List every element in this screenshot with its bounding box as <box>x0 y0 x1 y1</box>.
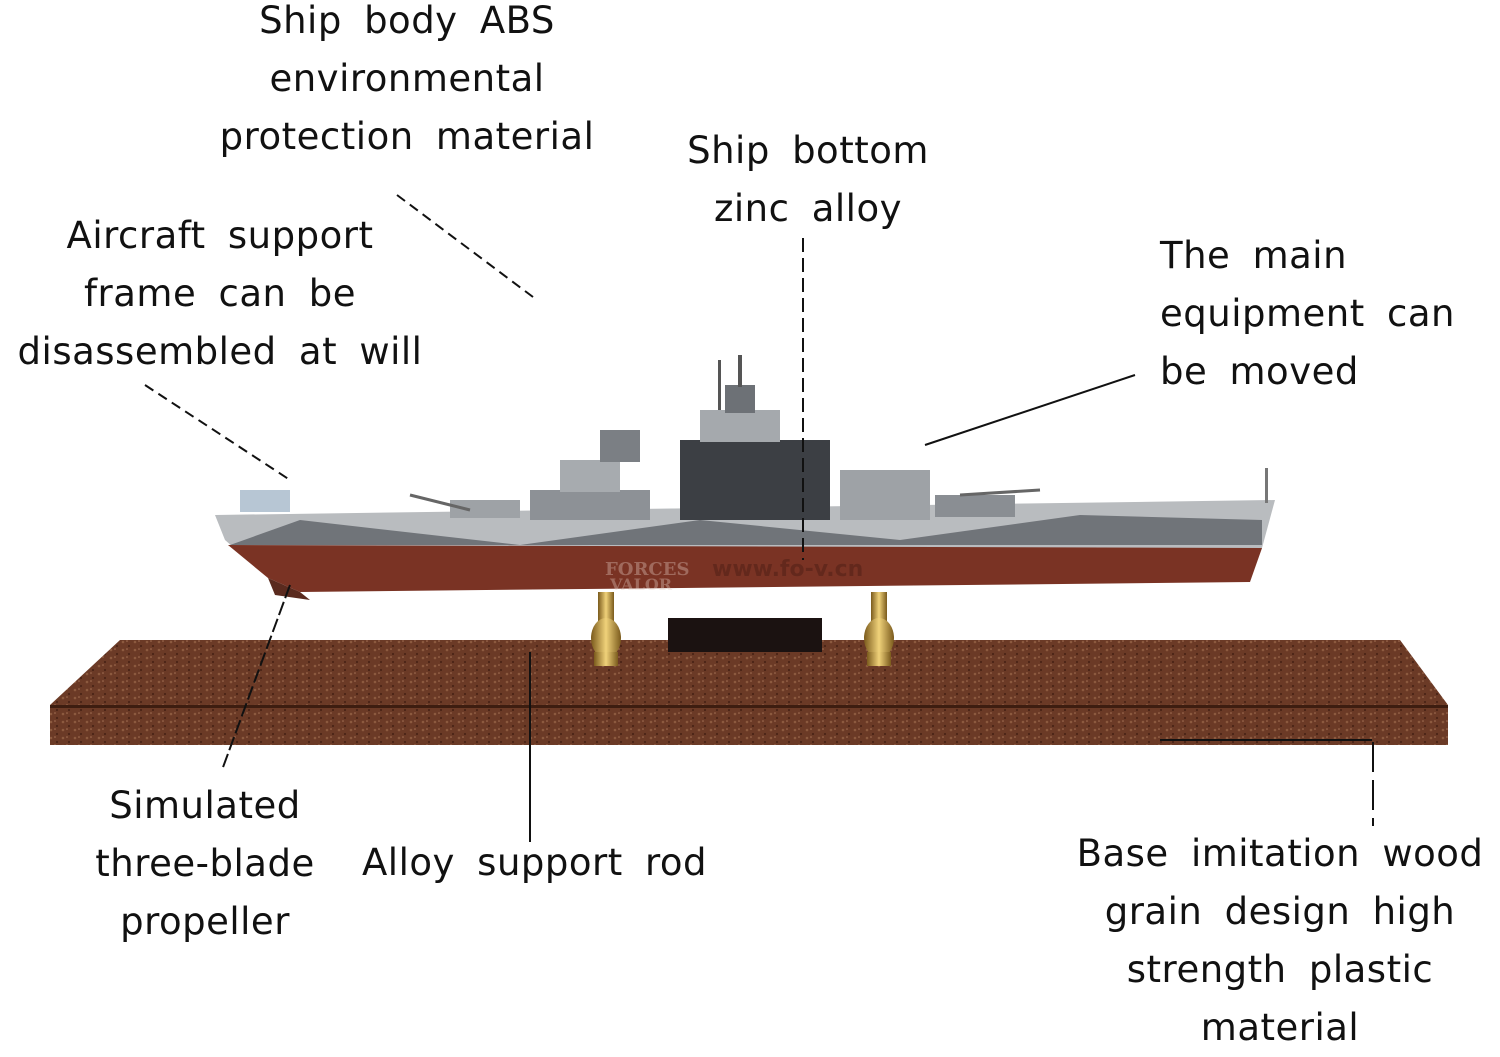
label-line: three-blade <box>95 842 315 885</box>
ship-hull <box>215 500 1275 600</box>
svg-text:www.fo-v.cn: www.fo-v.cn <box>712 557 863 582</box>
label-line: grain design high <box>1104 890 1456 933</box>
svg-text:VALOR: VALOR <box>609 575 673 594</box>
leader-lines <box>144 194 1374 842</box>
label-line: Simulated <box>109 784 301 827</box>
label-line: environmental <box>269 57 545 100</box>
label-main-equipment: The main equipment can be moved <box>1160 227 1455 401</box>
superstructure <box>240 355 1268 520</box>
display-base <box>50 640 1448 745</box>
label-ship-body: Ship body ABS environmental protection m… <box>220 0 595 166</box>
watermark: FORCES VALOR www.fo-v.cn <box>605 557 863 594</box>
label-line: be moved <box>1160 350 1359 393</box>
label-line: Base imitation wood <box>1076 832 1484 875</box>
label-line: Aircraft support <box>66 214 374 257</box>
label-line: protection material <box>219 115 595 158</box>
label-line: zinc alloy <box>713 187 903 230</box>
alloy-support-rods <box>591 592 894 666</box>
label-propeller: Simulated three-blade propeller <box>95 777 314 951</box>
label-line: Ship bottom <box>687 129 929 172</box>
name-plaque <box>668 618 822 652</box>
label-line: The main <box>1160 234 1348 277</box>
label-ship-bottom: Ship bottom zinc alloy <box>687 122 929 238</box>
label-line: equipment can <box>1160 292 1455 335</box>
label-line: propeller <box>120 900 290 943</box>
label-aircraft-frame: Aircraft support frame can be disassembl… <box>18 207 423 381</box>
label-base: Base imitation wood grain design high st… <box>1077 825 1484 1057</box>
svg-text:FORCES: FORCES <box>605 559 689 580</box>
label-line: material <box>1200 1006 1360 1049</box>
label-line: disassembled at will <box>17 330 423 373</box>
label-line: frame can be <box>84 272 356 315</box>
label-line: strength plastic <box>1126 948 1434 991</box>
label-line: Ship body ABS <box>259 0 555 42</box>
label-support-rod: Alloy support rod <box>362 841 708 884</box>
